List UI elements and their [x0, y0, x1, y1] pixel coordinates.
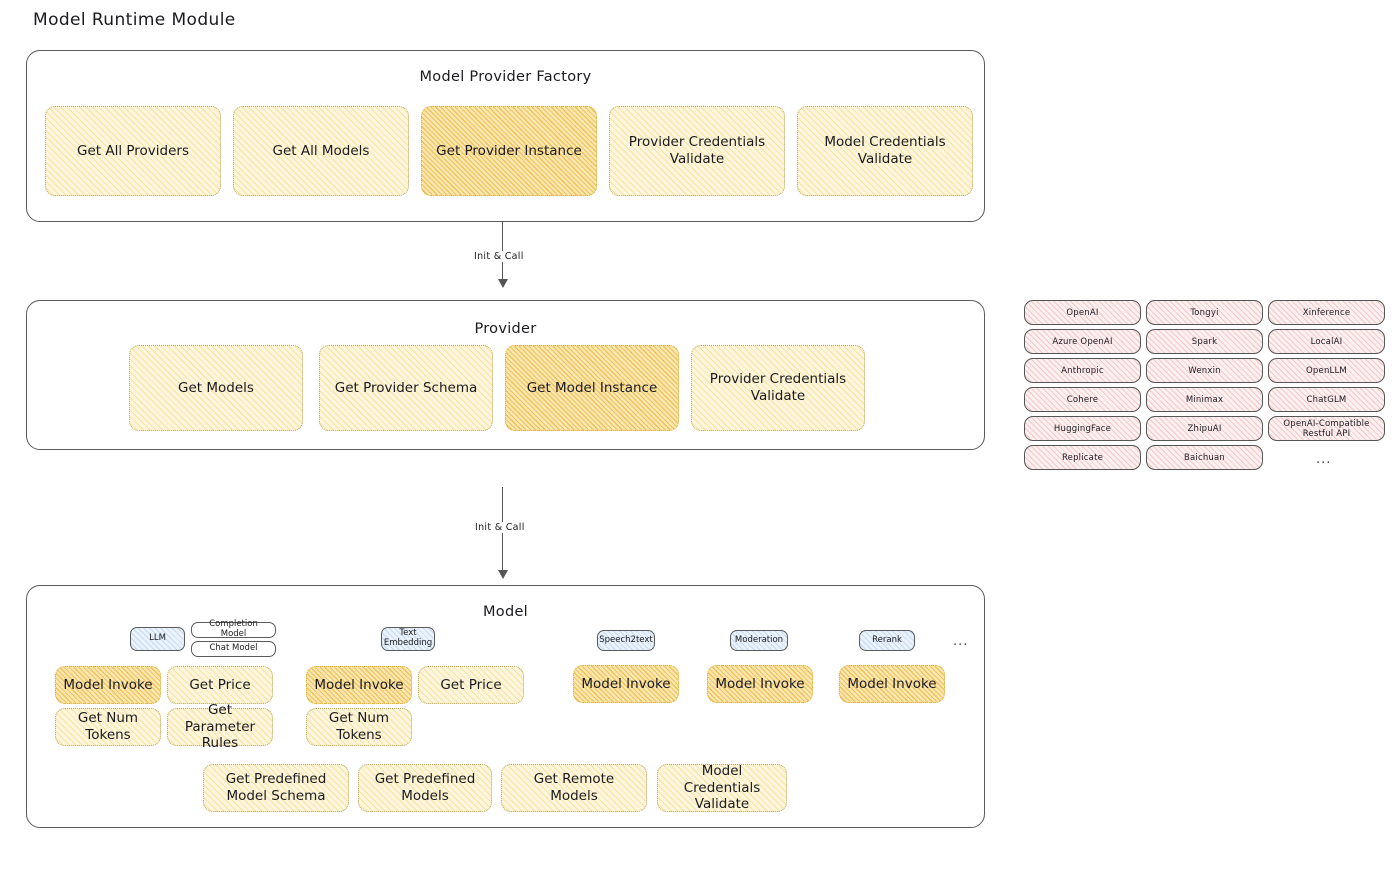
text-embedding-method-get-price[interactable]: Get Price [418, 666, 524, 704]
model-title: Model [482, 604, 529, 620]
llm-method-model-invoke[interactable]: Model Invoke [55, 666, 161, 704]
factory-method-model-credentials-validate[interactable]: Model Credentials Validate [797, 106, 973, 196]
arrow-factory-to-provider-head [498, 279, 508, 288]
provider-list: OpenAI Azure OpenAI Anthropic Cohere Hug… [1024, 300, 1385, 475]
rerank-method-model-invoke[interactable]: Model Invoke [839, 665, 945, 703]
provider-pill-wenxin[interactable]: Wenxin [1146, 358, 1263, 383]
provider-pill-openllm[interactable]: OpenLLM [1268, 358, 1385, 383]
arrow-provider-to-model-label: Init & Call [471, 522, 529, 533]
model-subtype-completion-model[interactable]: Completion Model [191, 619, 276, 639]
speech2text-method-model-invoke[interactable]: Model Invoke [573, 665, 679, 703]
model-shared-method-model-credentials-validate[interactable]: Model Credentials Validate [657, 763, 787, 812]
provider-pill-xinference[interactable]: Xinference [1268, 300, 1385, 325]
provider-list-more-ellipsis: ... [1316, 452, 1332, 467]
provider-pill-huggingface[interactable]: HuggingFace [1024, 416, 1141, 441]
model-type-tab-speech2text[interactable]: Speech2text [597, 630, 655, 651]
model-types-more-ellipsis: ... [953, 634, 969, 649]
factory-method-get-provider-instance[interactable]: Get Provider Instance [421, 106, 597, 196]
page-title: Model Runtime Module [33, 10, 236, 30]
arrow-factory-to-provider-label: Init & Call [470, 251, 528, 262]
provider-pill-cohere[interactable]: Cohere [1024, 387, 1141, 412]
model-provider-factory-title: Model Provider Factory [419, 69, 592, 85]
provider-pill-anthropic[interactable]: Anthropic [1024, 358, 1141, 383]
model-type-tab-moderation[interactable]: Moderation [730, 630, 788, 651]
model-shared-method-get-predefined-models[interactable]: Get Predefined Models [358, 764, 492, 812]
provider-pill-minimax[interactable]: Minimax [1146, 387, 1263, 412]
provider-title: Provider [474, 321, 537, 337]
provider-method-provider-credentials-validate[interactable]: Provider Credentials Validate [691, 345, 865, 431]
provider-method-get-model-instance[interactable]: Get Model Instance [505, 345, 679, 431]
provider-pill-replicate[interactable]: Replicate [1024, 445, 1141, 470]
provider-pill-spark[interactable]: Spark [1146, 329, 1263, 354]
provider-pill-localai[interactable]: LocalAI [1268, 329, 1385, 354]
model-card: Model LLM Completion Model Chat Model Mo… [26, 585, 1000, 843]
provider-pill-tongyi[interactable]: Tongyi [1146, 300, 1263, 325]
model-shared-method-get-predefined-model-schema[interactable]: Get Predefined Model Schema [203, 764, 349, 812]
arrow-provider-to-model-head [498, 570, 508, 579]
provider-method-get-models[interactable]: Get Models [129, 345, 303, 431]
llm-method-get-price[interactable]: Get Price [167, 666, 273, 704]
moderation-method-model-invoke[interactable]: Model Invoke [707, 665, 813, 703]
provider-pill-openai-compatible-restful-api[interactable]: OpenAI-Compatible Restful API [1268, 416, 1385, 441]
model-provider-factory-card: Model Provider Factory Get All Providers… [26, 50, 985, 222]
model-type-tab-llm[interactable]: LLM [130, 627, 185, 651]
provider-card: Provider Get Models Get Provider Schema … [26, 300, 1000, 465]
model-subtype-chat-model[interactable]: Chat Model [191, 641, 276, 657]
model-type-tab-rerank[interactable]: Rerank [859, 630, 915, 651]
provider-pill-openai[interactable]: OpenAI [1024, 300, 1141, 325]
text-embedding-method-model-invoke[interactable]: Model Invoke [306, 666, 412, 704]
llm-method-get-num-tokens[interactable]: Get Num Tokens [55, 708, 161, 746]
text-embedding-method-get-num-tokens[interactable]: Get Num Tokens [306, 708, 412, 746]
factory-method-get-all-providers[interactable]: Get All Providers [45, 106, 221, 196]
factory-method-get-all-models[interactable]: Get All Models [233, 106, 409, 196]
provider-method-get-provider-schema[interactable]: Get Provider Schema [319, 345, 493, 431]
model-type-tab-text-embedding[interactable]: Text Embedding [381, 627, 435, 651]
provider-pill-azure-openai[interactable]: Azure OpenAI [1024, 329, 1141, 354]
provider-pill-zhipuai[interactable]: ZhipuAI [1146, 416, 1263, 441]
provider-pill-baichuan[interactable]: Baichuan [1146, 445, 1263, 470]
model-shared-method-get-remote-models[interactable]: Get Remote Models [501, 764, 647, 812]
factory-method-provider-credentials-validate[interactable]: Provider Credentials Validate [609, 106, 785, 196]
provider-pill-chatglm[interactable]: ChatGLM [1268, 387, 1385, 412]
llm-method-get-parameter-rules[interactable]: Get Parameter Rules [167, 702, 273, 751]
